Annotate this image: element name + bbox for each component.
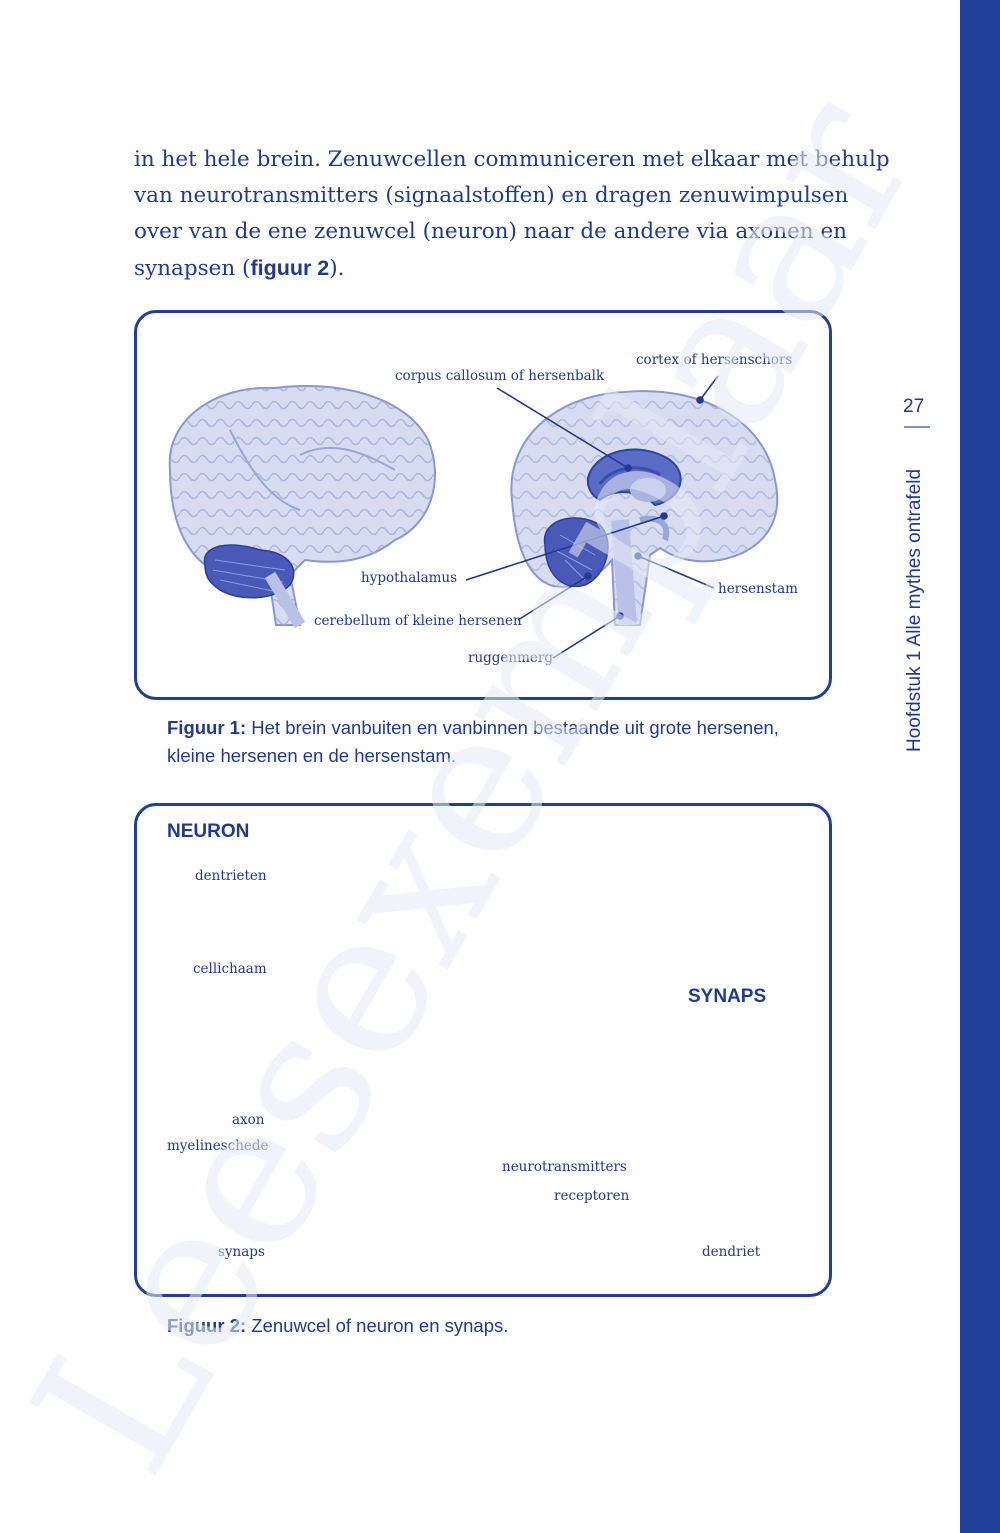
label-dendriet: dendriet bbox=[702, 1244, 761, 1260]
label-cerebellum: cerebellum of kleine hersenen bbox=[314, 613, 522, 629]
figure-1-caption-line2: kleine hersenen en de hersenstam. bbox=[167, 745, 456, 766]
page-number: 27 bbox=[903, 396, 925, 417]
figure-1-leader-lines bbox=[465, 375, 719, 659]
label-synaps: synaps bbox=[218, 1244, 265, 1260]
figure-2-caption-text: Zenuwcel of neuron en synaps. bbox=[251, 1315, 509, 1336]
label-receptoren: receptoren bbox=[554, 1188, 630, 1204]
label-axon: axon bbox=[232, 1112, 265, 1128]
label-neurotransmitters: neurotransmitters bbox=[502, 1159, 627, 1175]
label-dentrieten: dentrieten bbox=[195, 868, 267, 884]
body-line-1: in het hele brein. Zenuwcellen communice… bbox=[134, 147, 890, 172]
label-cortex: cortex of hersenschors bbox=[636, 352, 793, 368]
label-corpus-callosum: corpus callosum of hersenbalk bbox=[395, 368, 605, 384]
interior-brain-image bbox=[510, 390, 779, 626]
figure-1-caption-line1: Het brein vanbuiten en vanbinnen bestaan… bbox=[251, 717, 779, 738]
label-hersenstam: hersenstam bbox=[718, 581, 798, 597]
exterior-brain-image bbox=[168, 385, 436, 629]
label-hypothalamus: hypothalamus bbox=[361, 570, 458, 586]
body-line-4: synapsen (figuur 2). bbox=[134, 250, 844, 287]
body-paragraph: in het hele brein. Zenuwcellen communice… bbox=[134, 142, 890, 287]
body-line-3: over van de ene zenuwcel (neuron) naar d… bbox=[134, 219, 848, 244]
label-ruggenmerg: ruggenmerg bbox=[468, 650, 554, 666]
page-number-divider bbox=[904, 426, 930, 428]
figure-2-frame bbox=[134, 803, 832, 1297]
label-myelineschede: myelineschede bbox=[167, 1138, 269, 1154]
body-line-2: van neurotransmitters (signaalstoffen) e… bbox=[134, 183, 849, 208]
body-line-4-post: ). bbox=[329, 256, 345, 281]
figure-2-caption: Figuur 2: Zenuwcel of neuron en synaps. bbox=[167, 1312, 827, 1340]
figure-2-caption-label: Figuur 2: bbox=[167, 1315, 247, 1336]
synaps-heading: SYNAPS bbox=[688, 986, 767, 1007]
figure-2-reference: figuur 2 bbox=[250, 256, 330, 280]
body-line-4-pre: synapsen ( bbox=[134, 256, 251, 281]
side-color-strip bbox=[960, 0, 1000, 1533]
figure-1-caption: Figuur 1: Het brein vanbuiten en vanbinn… bbox=[167, 714, 827, 770]
label-synapse-axon: axon bbox=[712, 1036, 745, 1052]
label-cellichaam: cellichaam bbox=[193, 961, 267, 977]
neuron-heading: NEURON bbox=[167, 821, 250, 842]
figure-1-caption-label: Figuur 1: bbox=[167, 717, 247, 738]
